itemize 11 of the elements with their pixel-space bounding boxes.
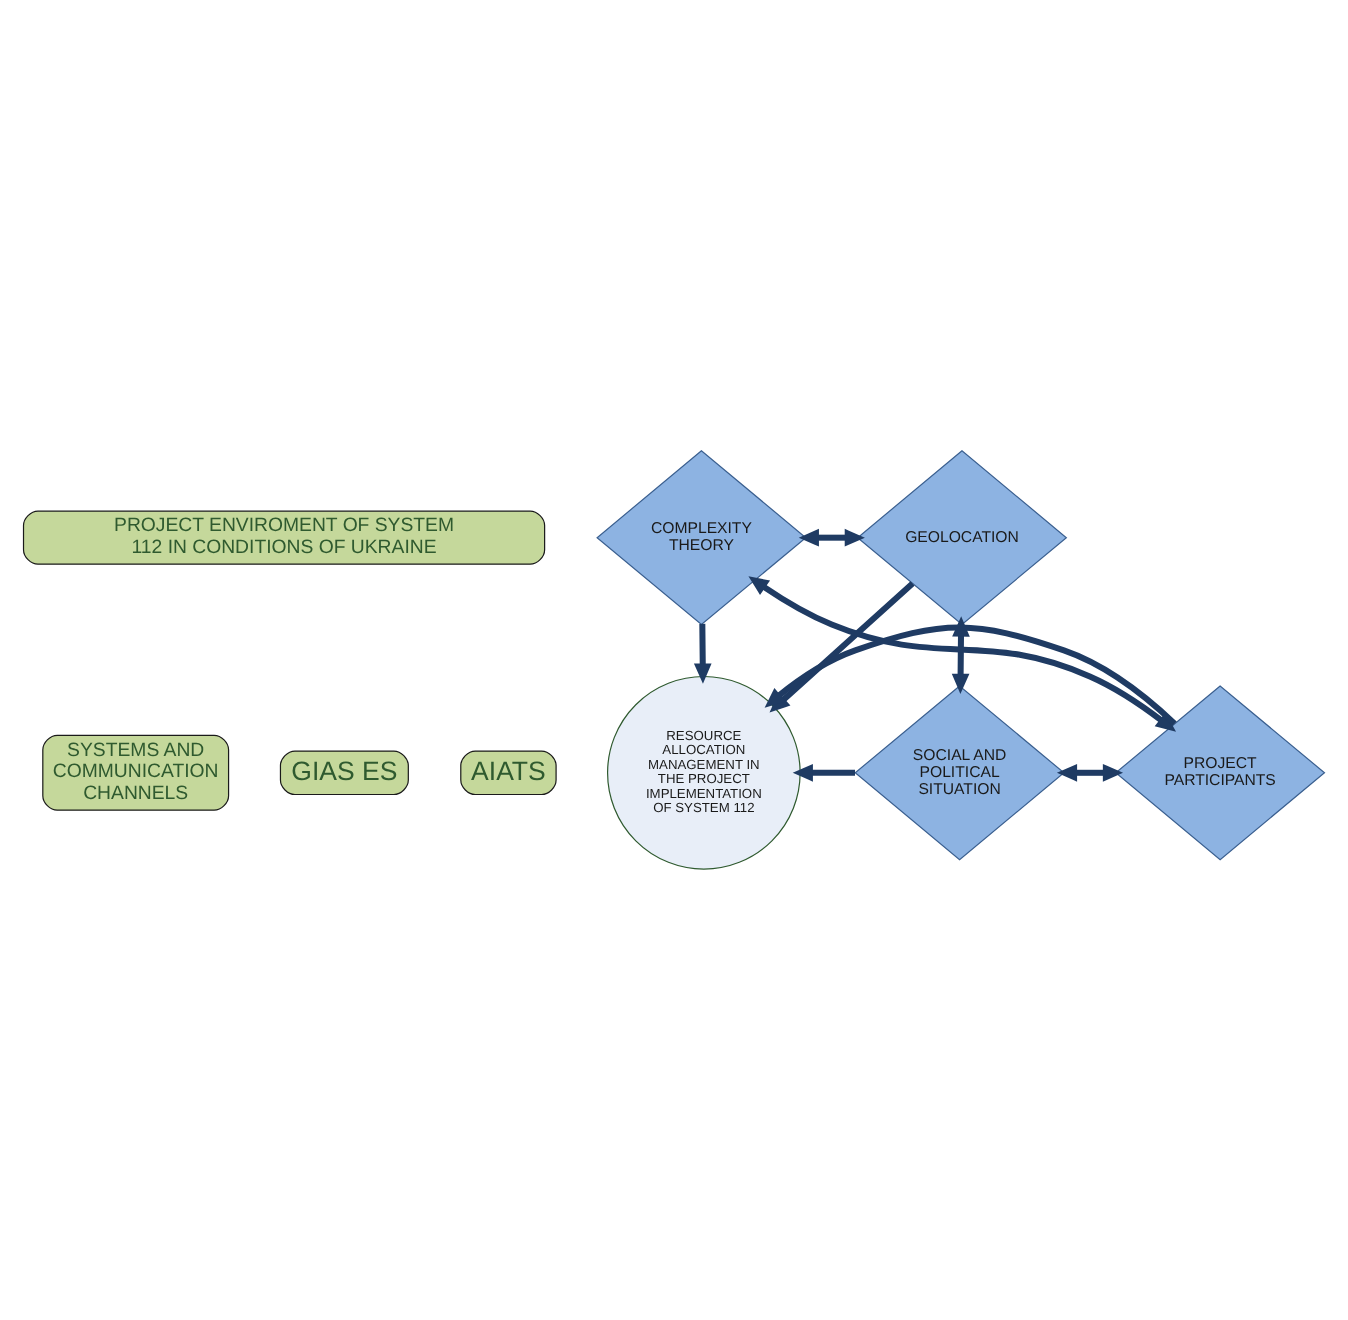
arrow (693, 623, 712, 684)
node-box: PROJECT ENVIROMENT OF SYSTEM 112 IN CONDITIONS OF UKRAINE (22, 510, 546, 565)
node-box: GIAS ES (279, 750, 409, 796)
arrow (951, 616, 970, 694)
arrow (748, 576, 1177, 732)
node-box: SYSTEMS AND COMMUNICATION CHANNELS (42, 734, 230, 811)
arrow (764, 624, 1177, 726)
node-box: AIATS (460, 750, 557, 796)
arrow (792, 763, 856, 782)
arrow (798, 528, 865, 547)
arrow (1056, 763, 1124, 782)
